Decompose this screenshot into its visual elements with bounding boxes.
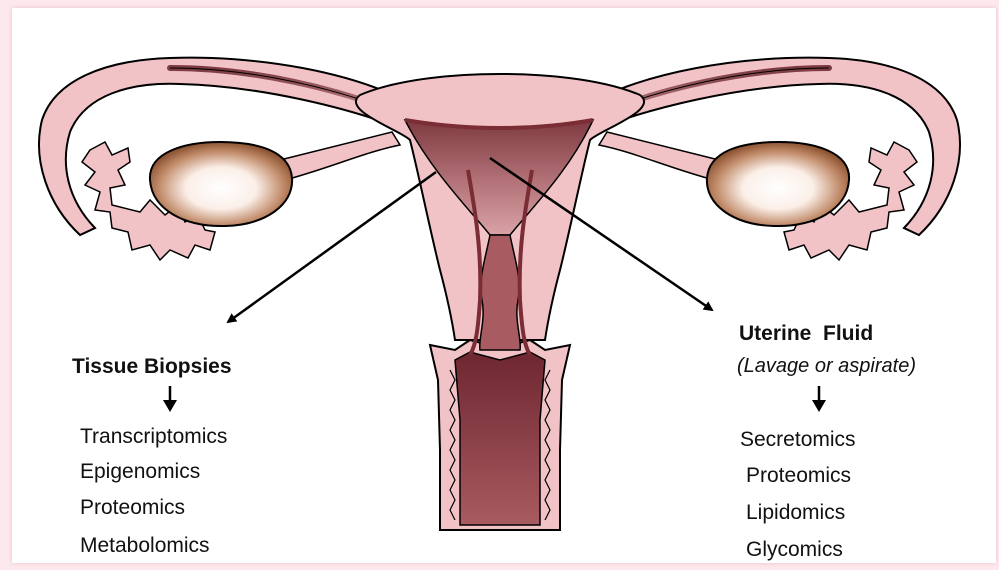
fluid-item-lipidomics: Lipidomics	[746, 502, 845, 523]
tissue-item-epigenomics: Epigenomics	[80, 461, 200, 482]
cervical-canal	[480, 235, 521, 350]
uterine-fluid-subheading: (Lavage or aspirate)	[737, 356, 916, 376]
left-ovarian-ligament	[280, 132, 400, 180]
vaginal-canal-inner	[455, 352, 545, 525]
right-ovarian-ligament	[599, 132, 719, 180]
down-arrow-icon	[160, 384, 180, 414]
fluid-item-secretomics: Secretomics	[740, 429, 856, 450]
tissue-item-proteomics: Proteomics	[80, 497, 185, 518]
uterine-fluid-heading: Uterine Fluid	[739, 323, 873, 344]
down-arrow-icon	[809, 384, 829, 414]
tissue-item-transcriptomics: Transcriptomics	[80, 426, 227, 447]
fluid-item-glycomics: Glycomics	[746, 539, 843, 560]
left-ovary	[150, 142, 292, 226]
tissue-biopsies-heading: Tissue Biopsies	[72, 356, 232, 377]
right-ovary	[707, 142, 849, 226]
fluid-item-proteomics: Proteomics	[746, 465, 851, 486]
tissue-item-metabolomics: Metabolomics	[80, 535, 210, 556]
